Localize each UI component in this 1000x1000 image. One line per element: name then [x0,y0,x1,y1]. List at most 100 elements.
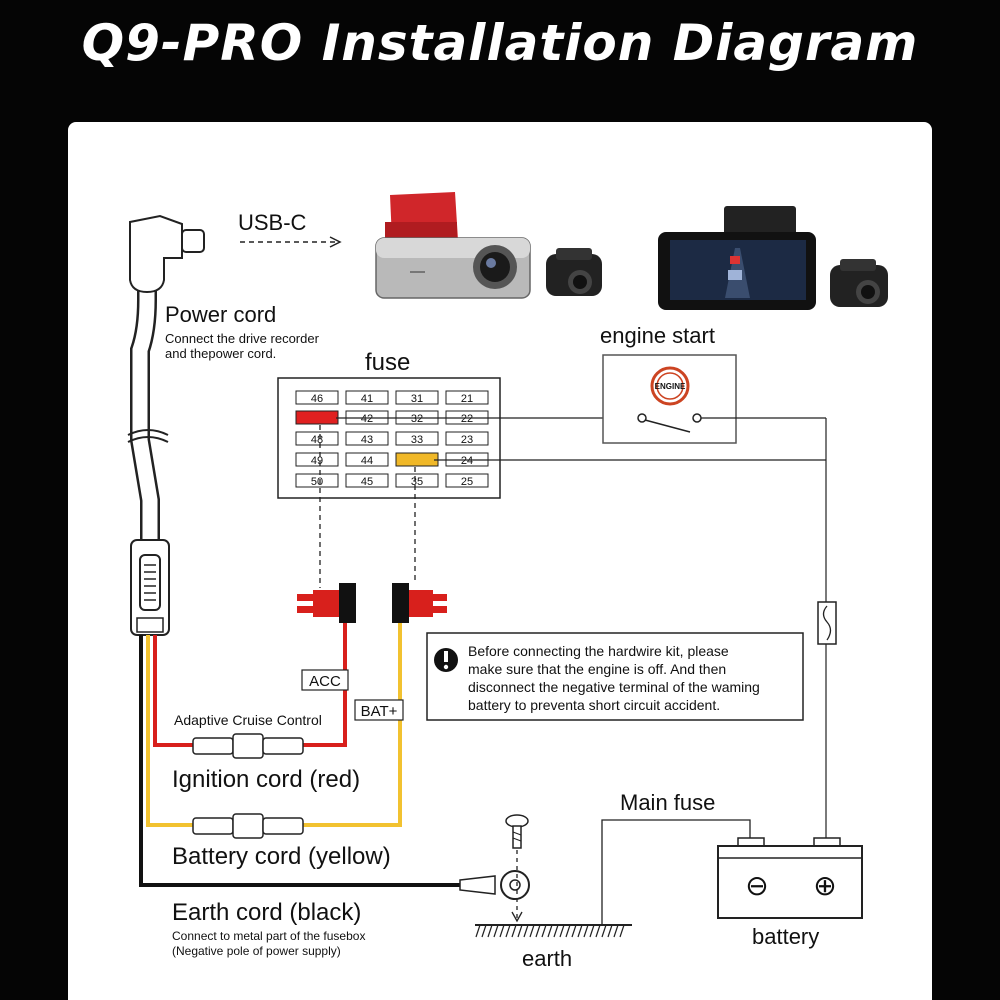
fuse-slot [295,431,339,446]
engine-start-label: engine start [600,323,715,348]
warning-box [426,632,804,721]
earth-hatch-mark [547,924,553,938]
fuse-slot-number: 50 [311,476,323,488]
fuse-slot [345,473,389,488]
engine-badge-text: ENGINE [655,382,686,391]
fuse-slot-number: 43 [361,434,373,446]
earth-hatch-mark [493,924,499,938]
fuse-slot-number: 25 [461,476,473,488]
warning-line-3: disconnect the negative terminal of the … [468,679,760,695]
fuse-holder-red-icon [192,733,304,759]
fuse-slot [295,473,339,488]
screw-icon [505,814,529,849]
installation-diagram: USB-C Power cord Connect the drive recor… [127,192,888,971]
usb-c-plug-icon [129,214,205,294]
warning-line-4: battery to preventa short circuit accide… [468,697,720,713]
acc-label: ACC [309,673,341,690]
earth-hatch-mark [541,924,547,938]
earth-cord-label: Earth cord (black) [172,899,361,926]
battery-label: battery [752,924,819,949]
bat-tag [354,699,404,721]
fuse-slot [345,452,389,467]
inline-fuse-icon [817,601,837,645]
fuse-slot [345,431,389,446]
earth-cord-desc-1: Connect to metal part of the fusebox [172,929,365,943]
fuse-slot [445,431,489,446]
fuse-tap-bat-icon [392,583,447,623]
earth-hatch-mark [565,924,571,938]
battery-cord-label: Battery cord (yellow) [172,843,391,870]
power-cord-title: Power cord [165,302,276,327]
fuse-slot-number: 45 [361,476,373,488]
earth-hatch-mark [487,924,493,938]
dash-cam-front-icon [375,192,531,299]
fuse-slot [295,452,339,467]
acc-tag [301,669,349,691]
earth-hatch-mark [553,924,559,938]
fuse-slot-number: 22 [461,413,473,425]
fuse-slot [395,473,439,488]
earth-hatch-mark [499,924,505,938]
earth-cord-desc-2: (Negative pole of power supply) [172,944,341,958]
earth-hatch-mark [505,924,511,938]
rear-camera-icon [546,248,602,296]
fuse-slot-number: 48 [311,434,323,446]
earth-hatch [475,924,625,938]
fuse-title: fuse [365,349,410,376]
bat-label: BAT+ [361,703,398,720]
cable-connector-icon [130,539,170,636]
earth-hatch-mark [595,924,601,938]
fuse-slot [295,410,339,425]
fuse-slot [395,452,439,467]
engine-button-icon: ENGINE [650,366,690,406]
earth-hatch-mark [517,924,523,938]
diagram-panel: USB-C Power cord Connect the drive recor… [68,122,932,1000]
fuse-slot [295,390,339,405]
battery-icon [717,837,863,919]
power-cord-desc-1: Connect the drive recorder [165,331,320,346]
fuse-slot [395,431,439,446]
earth-hatch-mark [571,924,577,938]
earth-hatch-mark [481,924,487,938]
fuse-slot-number: 24 [461,455,473,467]
main-fuse-label: Main fuse [620,790,715,815]
rear-camera-icon-2 [830,259,888,307]
earth-hatch-mark [559,924,565,938]
fuse-slot-number: 41 [361,393,373,405]
fuse-slot-number: 31 [411,393,423,405]
earth-label: earth [522,946,572,971]
ring-terminal-icon [459,870,530,900]
fuse-slot-number: 46 [311,393,323,405]
fuse-tap-acc-icon [297,583,356,623]
earth-hatch-mark [583,924,589,938]
usb-c-label: USB-C [238,210,307,235]
earth-hatch-mark [529,924,535,938]
fuse-slot [445,473,489,488]
fuse-slot [395,390,439,405]
fuse-slot-number: 35 [411,476,423,488]
dash-cam-screen-icon [658,206,816,310]
earth-hatch-mark [607,924,613,938]
fuse-holder-yellow-icon [192,813,304,839]
page-title: Q9-PRO Installation Diagram [81,14,919,72]
earth-hatch-mark [511,924,517,938]
fuse-slot-number: 44 [361,455,373,467]
fuse-slot-number: 23 [461,434,473,446]
fuse-slot-number: 42 [361,413,373,425]
earth-hatch-mark [619,924,625,938]
warning-line-1: Before connecting the hardwire kit, plea… [468,643,729,659]
earth-hatch-mark [601,924,607,938]
earth-hatch-mark [613,924,619,938]
warning-line-2: make sure that the engine is off. And th… [468,661,726,677]
battery-positive-icon: ⊕ [813,870,836,901]
ignition-cord-label: Ignition cord (red) [172,766,360,793]
earth-hatch-mark [589,924,595,938]
earth-hatch-mark [523,924,529,938]
fuse-slot-number: 49 [311,455,323,467]
earth-hatch-mark [475,924,481,938]
fuse-slot-number: 33 [411,434,423,446]
fuse-slot-number: 32 [411,413,423,425]
warning-icon [434,648,458,672]
power-cord-desc-2: and thepower cord. [165,346,276,361]
earth-hatch-mark [535,924,541,938]
